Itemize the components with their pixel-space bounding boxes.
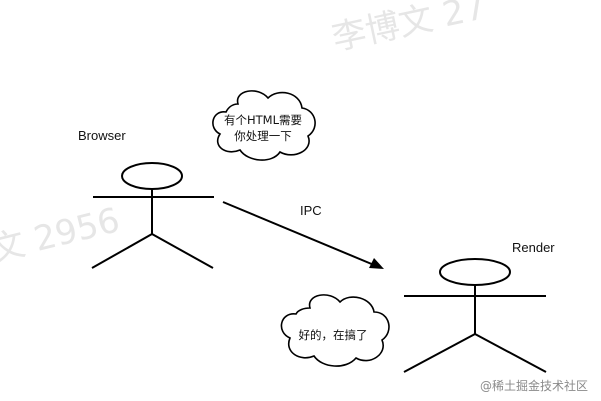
render-label: Render <box>512 240 555 255</box>
browser-leg-right <box>151 233 214 269</box>
footer-credit: @稀土掘金技术社区 <box>480 378 588 393</box>
render-actor <box>403 258 547 373</box>
browser-actor <box>91 162 214 269</box>
request-cloud: 有个HTML需要 你处理一下 <box>212 90 316 161</box>
request-line-1: 有个HTML需要 <box>224 113 302 127</box>
ipc-arrow-head <box>369 258 384 269</box>
reply-line-1: 好的，在搞了 <box>299 328 368 342</box>
render-head <box>439 258 511 286</box>
browser-leg-left <box>91 233 153 269</box>
browser-head <box>121 162 183 190</box>
watermark-top: 李博文 27 <box>329 0 490 59</box>
request-cloud-shape <box>212 90 316 161</box>
ipc-arrow-line <box>222 201 375 266</box>
reply-cloud-shape <box>280 294 390 367</box>
render-leg-left <box>403 333 476 373</box>
ipc-label: IPC <box>300 203 322 218</box>
render-leg-right <box>474 333 547 373</box>
reply-cloud: 好的，在搞了 <box>280 294 390 367</box>
ipc-arrow <box>222 201 384 269</box>
request-line-2: 你处理一下 <box>234 129 292 143</box>
browser-label: Browser <box>78 128 126 143</box>
